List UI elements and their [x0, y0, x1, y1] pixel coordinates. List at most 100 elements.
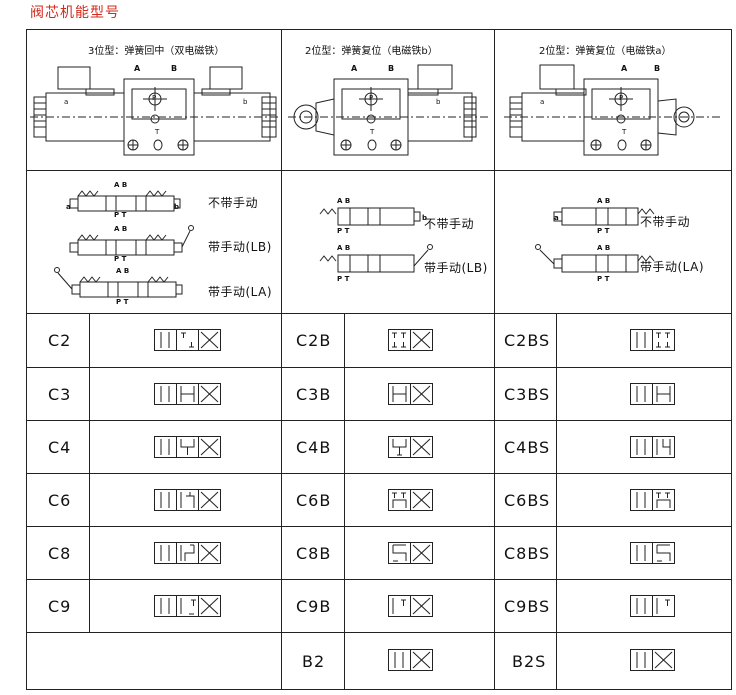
ports-top-label: A B — [337, 244, 351, 252]
schematic-2pos-a — [535, 207, 655, 273]
ports-top-label: A B — [114, 225, 128, 233]
schematic-label-lb: 带手动(LB) — [208, 240, 272, 254]
spool-code: C2BS — [504, 331, 551, 350]
spool-code: C3 — [48, 385, 72, 404]
valve-body — [123, 78, 195, 156]
coil-cap-left — [57, 66, 91, 90]
spool-code: C3B — [296, 385, 332, 404]
ports-bottom-label: P T — [597, 227, 610, 235]
port-a-label: A — [621, 64, 628, 73]
spool-code: C8B — [296, 544, 332, 563]
spool-symbol — [154, 542, 221, 564]
coil-clip-right — [201, 88, 231, 96]
schematic-2pos-b — [319, 207, 433, 273]
row-divider — [26, 632, 732, 633]
coil-a-label: a — [540, 98, 545, 106]
spool-code: C4B — [296, 438, 332, 457]
coil-a-label: a — [554, 214, 559, 222]
spool-function-table: 3位型：弹簧回中（双电磁铁） 2位型：弹簧复位（电磁铁b） 2位型：弹簧复位（电… — [26, 29, 732, 690]
spool-symbol — [154, 436, 221, 458]
port-a-label: A — [134, 64, 141, 73]
ports-bottom-label: P T — [114, 211, 127, 219]
port-a-label: A — [351, 64, 358, 73]
valve-drawing-2pos-b — [288, 64, 488, 156]
coil-b-label: b — [422, 214, 428, 222]
column-divider — [281, 29, 282, 690]
valve-drawing-2pos-a — [504, 64, 720, 156]
row-divider — [26, 313, 732, 314]
spool-code: C3BS — [504, 385, 551, 404]
coil-cap-right — [417, 64, 453, 90]
port-p-label: P — [152, 94, 157, 102]
ports-top-label: A B — [114, 181, 128, 189]
coil-a-label: a — [66, 203, 71, 211]
spool-code: C2B — [296, 331, 332, 350]
spool-symbol — [388, 542, 433, 564]
schematic-label-la: 带手动(LA) — [208, 285, 273, 299]
spool-symbol — [388, 595, 433, 617]
spool-code: C8BS — [504, 544, 551, 563]
row-divider — [26, 170, 732, 171]
ports-bottom-label: P T — [114, 255, 127, 263]
port-b-label: B — [171, 64, 178, 73]
ports-bottom-label: P T — [337, 227, 350, 235]
column-divider — [494, 29, 495, 690]
ports-top-label: A B — [116, 267, 130, 275]
valve-drawing-3pos — [30, 66, 280, 156]
coil-cap-right — [209, 66, 243, 90]
spool-symbol — [630, 649, 675, 671]
schematic-label-la: 带手动(LA) — [640, 260, 705, 274]
spool-symbol — [388, 383, 433, 405]
spool-code: C6 — [48, 491, 72, 510]
schematic-label-no-manual: 不带手动 — [208, 196, 259, 210]
spool-symbol — [154, 489, 221, 511]
schematic-label-lb: 带手动(LB) — [424, 261, 488, 275]
spool-code: C4 — [48, 438, 72, 457]
spool-code: C2 — [48, 331, 72, 350]
page-title: 阀芯机能型号 — [30, 5, 120, 21]
coil-b-label: b — [243, 98, 248, 106]
code-column-divider — [89, 313, 90, 632]
row-divider — [26, 367, 732, 368]
spool-code: C6BS — [504, 491, 551, 510]
ports-bottom-label: P T — [116, 298, 129, 306]
ports-top-label: A B — [597, 197, 611, 205]
coil-a-label: a — [64, 98, 69, 106]
spool-symbol — [388, 489, 433, 511]
table-border-bottom — [26, 689, 732, 690]
column-header-2pos-a: 2位型：弹簧复位（电磁铁a） — [539, 46, 672, 57]
valve-body — [583, 78, 659, 156]
spool-code: C6B — [296, 491, 332, 510]
spool-symbol — [630, 542, 675, 564]
spool-symbol — [630, 595, 675, 617]
table-border-left — [26, 29, 27, 690]
coil-cap-left — [539, 64, 575, 90]
spool-symbol — [388, 436, 433, 458]
port-b-label: B — [654, 64, 661, 73]
ports-bottom-label: P T — [337, 275, 350, 283]
spool-code: B2 — [302, 652, 326, 671]
coil-b-label: b — [436, 98, 441, 106]
spool-symbol — [154, 329, 221, 351]
spool-symbol — [630, 489, 675, 511]
ports-bottom-label: P T — [597, 275, 610, 283]
port-t-label: T — [155, 128, 160, 136]
code-column-divider — [556, 313, 557, 689]
port-t-label: T — [370, 128, 375, 136]
table-border-top — [26, 29, 732, 30]
port-t-label: T — [622, 128, 627, 136]
spool-symbol — [630, 329, 675, 351]
table-border-right — [731, 29, 732, 690]
spool-code: C9 — [48, 597, 72, 616]
code-column-divider — [344, 313, 345, 689]
port-p-label: P — [619, 94, 624, 102]
spool-code: C4BS — [504, 438, 551, 457]
port-p-label: P — [369, 94, 374, 102]
ports-top-label: A B — [337, 197, 351, 205]
ports-top-label: A B — [597, 244, 611, 252]
schematic-label-no-manual: 不带手动 — [640, 215, 691, 229]
schematic-3pos — [54, 190, 194, 298]
valve-body — [333, 78, 409, 156]
spool-symbol — [630, 383, 675, 405]
spool-symbol — [154, 383, 221, 405]
